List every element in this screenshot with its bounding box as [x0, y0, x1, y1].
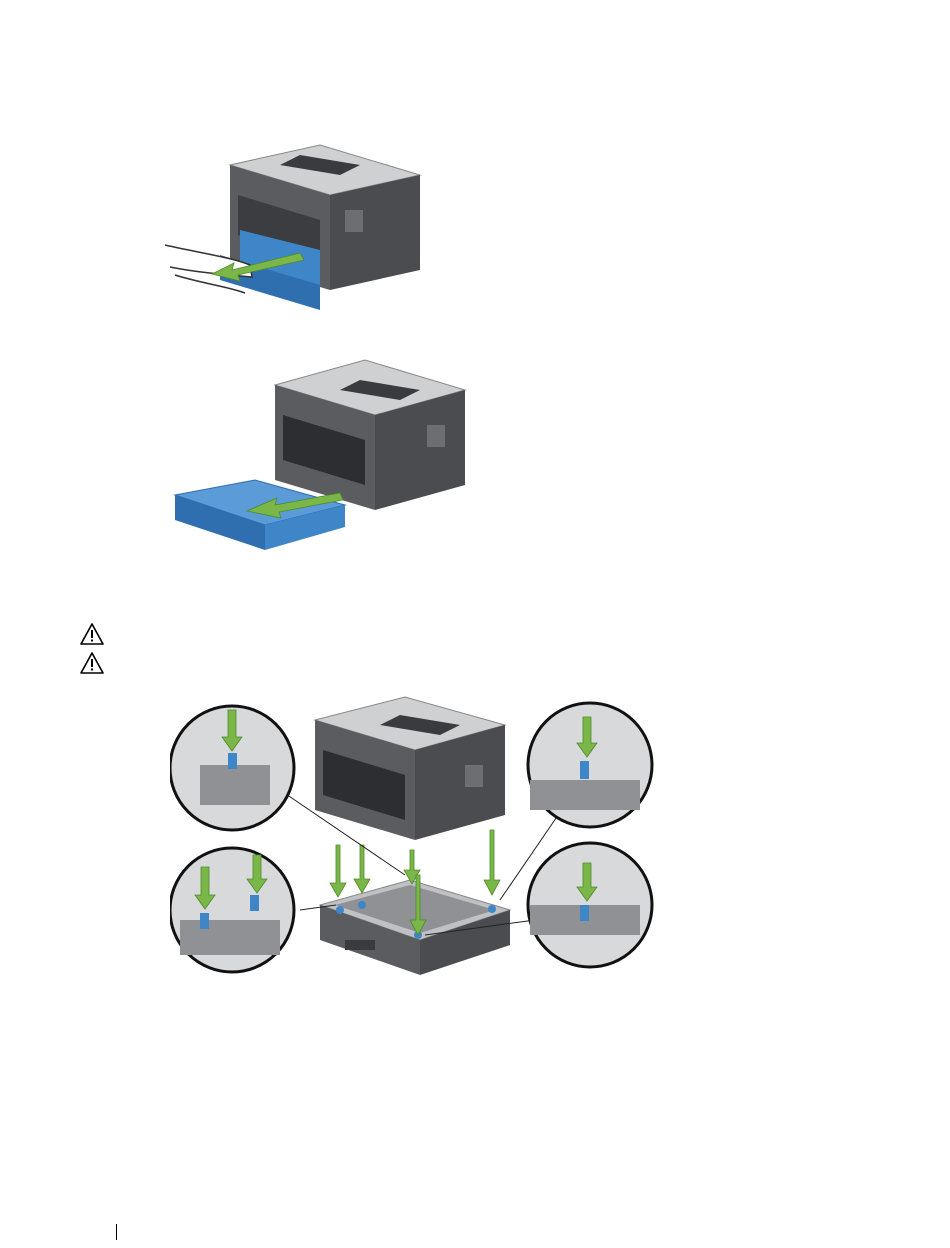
- page-footer-rule: [116, 1224, 117, 1240]
- warning-triangle-icon: [80, 623, 104, 645]
- magnified-pin-detail: [170, 848, 294, 972]
- magnified-pin-detail: [528, 703, 652, 827]
- printer-illustration: [275, 360, 465, 510]
- magnified-pin-detail: [170, 706, 294, 830]
- warning-triangle-icon: [80, 652, 104, 674]
- figure-pull-tray-out: [160, 135, 430, 320]
- printer-illustration: [315, 697, 505, 840]
- magnified-pin-detail: [528, 843, 652, 967]
- figure-remove-tray: [165, 355, 470, 555]
- figure-mount-printer-on-feeder: [170, 695, 655, 980]
